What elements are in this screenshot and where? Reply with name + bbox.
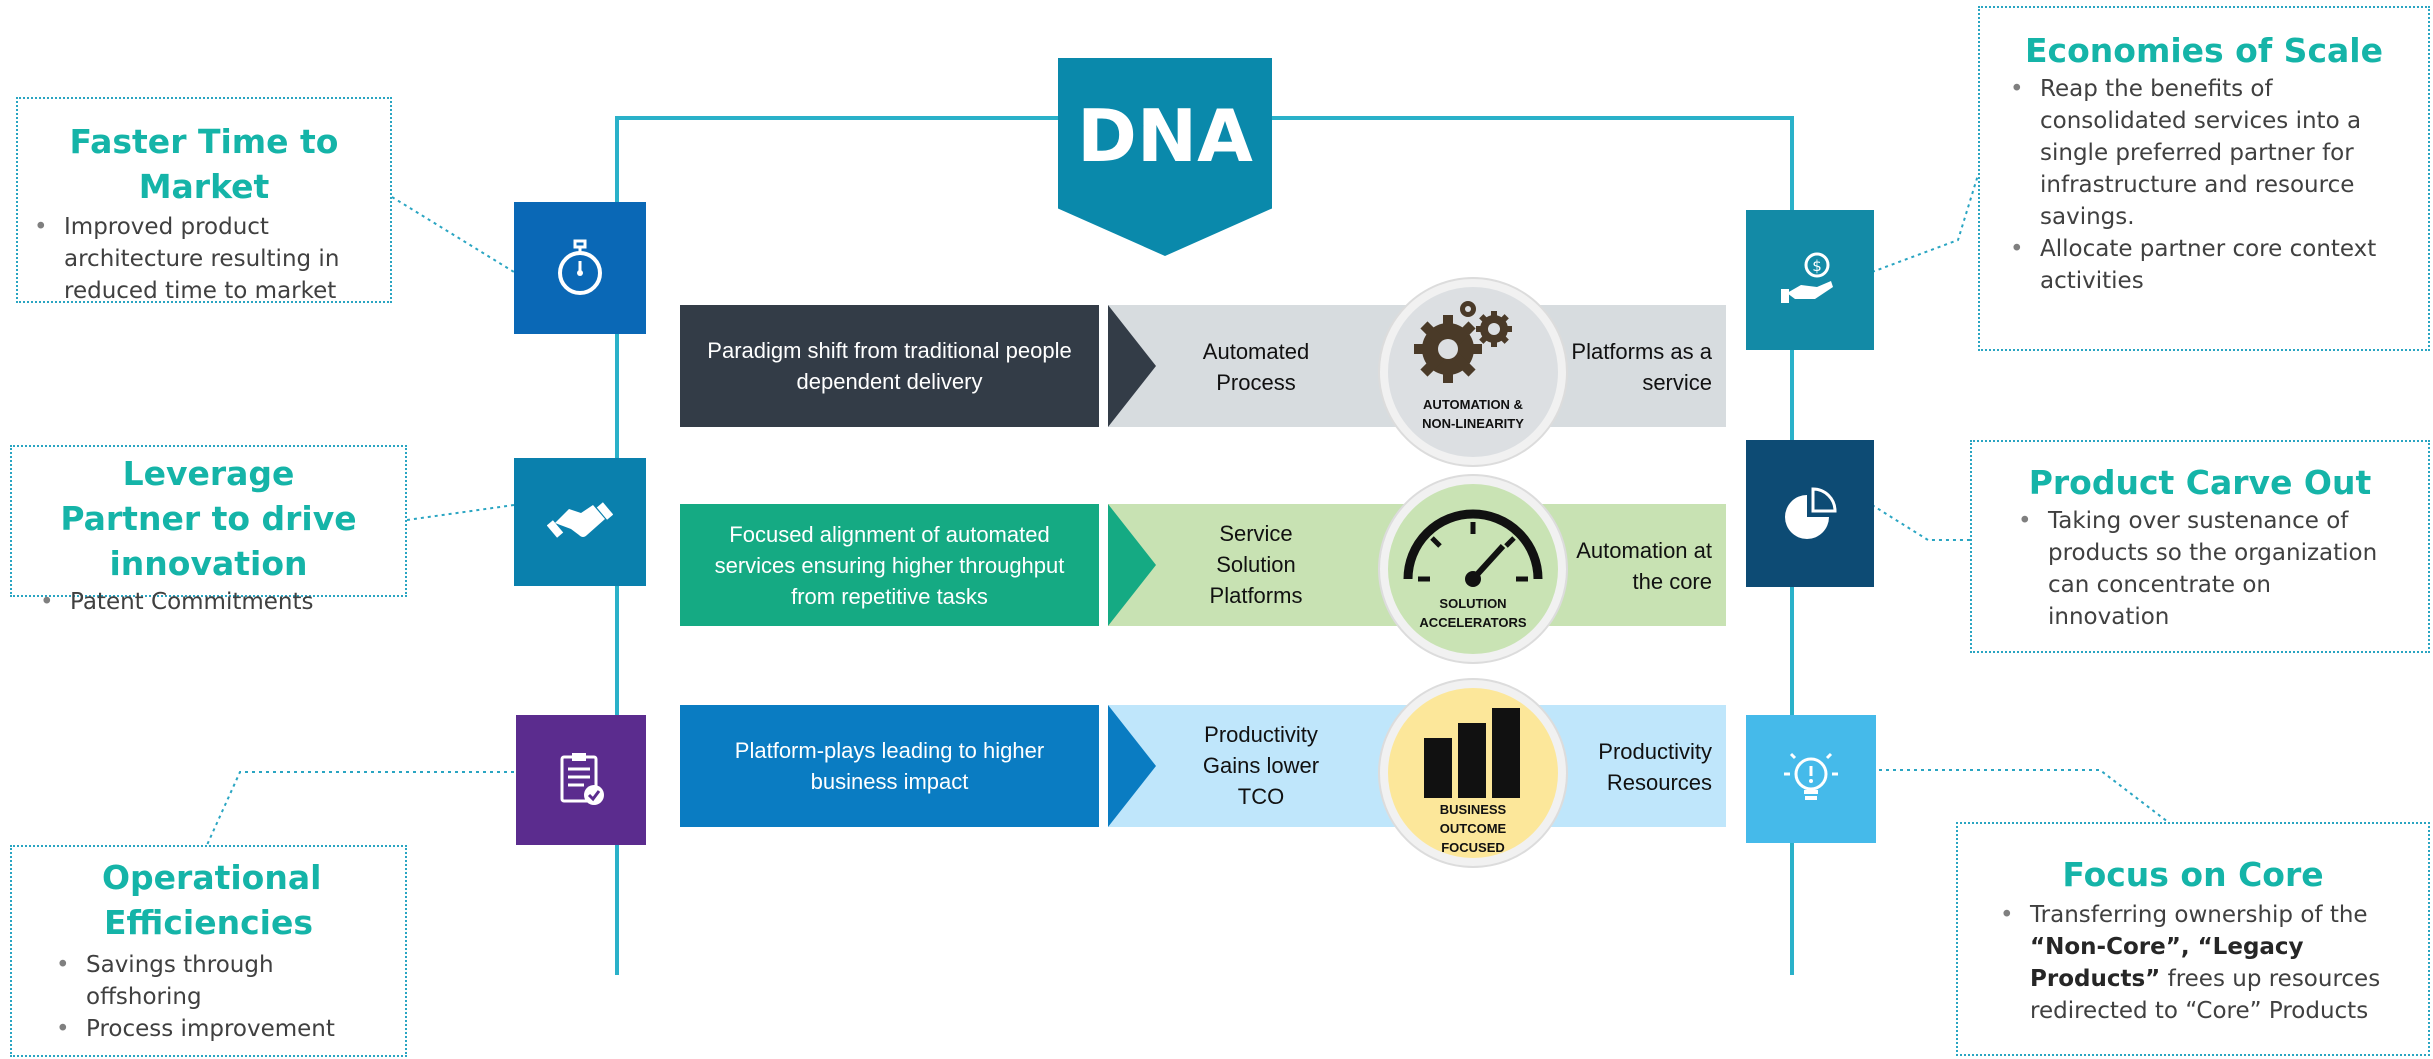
focus-core-bullet: Transferring ownership of the “Non-Core”… bbox=[2000, 899, 2400, 1027]
gears-icon bbox=[1414, 301, 1512, 383]
row1-chevron bbox=[1108, 305, 1156, 427]
row2-circle: SOLUTION ACCELERATORS bbox=[1380, 476, 1566, 662]
row1-mid-text: Automated Process bbox=[1202, 339, 1310, 395]
pie-chart-icon bbox=[1785, 486, 1837, 539]
leverage-partner-bullet: Patent Commitments bbox=[40, 586, 405, 618]
bar-chart-icon bbox=[1424, 708, 1520, 798]
economies-bullets: Reap the benefits of consolidated servic… bbox=[1980, 73, 2428, 297]
operational-bullet-1: Savings through offshoring bbox=[56, 949, 286, 1013]
carve-out-bullets: Taking over sustenance of products so th… bbox=[1972, 505, 2428, 633]
economies-bullet-2: Allocate partner core context activities bbox=[2010, 233, 2400, 297]
dna-title: DNA bbox=[1077, 94, 1253, 178]
carve-out-box: Product Carve Out Taking over sustenance… bbox=[1970, 440, 2430, 653]
gauge-icon bbox=[1403, 509, 1543, 587]
row2-mid-text: Service Solution Platforms bbox=[1209, 521, 1303, 608]
row2-left-text: Focused alignment of automated services … bbox=[714, 521, 1065, 609]
row1-circle-label: AUTOMATION & NON-LINEARITY bbox=[1422, 397, 1524, 431]
faster-time-title: Faster Time to Market bbox=[69, 122, 339, 206]
leverage-partner-box: Leverage Partner to drive innovation Pat… bbox=[10, 445, 407, 618]
carve-out-bullet: Taking over sustenance of products so th… bbox=[2018, 505, 2388, 633]
leverage-partner-bullets: Patent Commitments bbox=[12, 586, 405, 618]
row1-left-text: Paradigm shift from traditional people d… bbox=[707, 338, 1072, 394]
row3-left-text: Platform-plays leading to higher busines… bbox=[734, 738, 1045, 794]
lightbulb-icon bbox=[1784, 752, 1838, 800]
focus-core-title: Focus on Core bbox=[2062, 855, 2324, 894]
money-hand-icon: $ bbox=[1781, 252, 1833, 303]
stopwatch-icon bbox=[558, 239, 602, 295]
operational-title: Operational Efficiencies bbox=[102, 858, 322, 942]
stopwatch-tile bbox=[514, 202, 646, 334]
focus-core-bullet-intro: Transferring ownership of the bbox=[2030, 902, 2368, 928]
row3-circle-label: BUSINESS OUTCOME FOCUSED bbox=[1439, 802, 1507, 855]
economies-box: Economies of Scale Reap the benefits of … bbox=[1978, 6, 2430, 351]
operational-box: Operational Efficiencies Savings through… bbox=[10, 845, 407, 1057]
row3-chevron bbox=[1108, 705, 1156, 827]
focus-core-bullet-outro: frees up resources redirected to “Core” … bbox=[2030, 966, 2381, 1024]
row1-end-text: Platforms as a service bbox=[1571, 339, 1712, 395]
focus-core-bullets: Transferring ownership of the “Non-Core”… bbox=[1958, 899, 2428, 1027]
operational-bullet-2: Process improvement bbox=[56, 1013, 405, 1045]
row3-mid-text: Productivity Gains lower TCO bbox=[1202, 722, 1320, 809]
row2-end-text: Automation at the core bbox=[1576, 538, 1712, 594]
faster-time-bullets: Improved product architecture resulting … bbox=[18, 211, 390, 307]
leverage-partner-title: Leverage Partner to drive innovation bbox=[60, 454, 357, 583]
pie-tile bbox=[1746, 440, 1874, 587]
money-hand-tile: $ bbox=[1746, 210, 1874, 350]
handshake-icon bbox=[547, 502, 613, 538]
row3-end-text: Productivity Resources bbox=[1598, 739, 1712, 795]
row3-circle: BUSINESS OUTCOME FOCUSED bbox=[1380, 680, 1566, 866]
faster-time-box: Faster Time to Market Improved product a… bbox=[16, 97, 392, 304]
economies-title: Economies of Scale bbox=[2025, 31, 2383, 70]
row1-circle: AUTOMATION & NON-LINEARITY bbox=[1380, 279, 1566, 465]
operational-bullets: Savings through offshoring Process impro… bbox=[12, 949, 405, 1045]
svg-text:$: $ bbox=[1812, 257, 1822, 275]
row2-left-band: Focused alignment of automated services … bbox=[680, 504, 1099, 626]
row2-circle-label: SOLUTION ACCELERATORS bbox=[1419, 596, 1527, 630]
faster-time-bullet: Improved product architecture resulting … bbox=[34, 211, 390, 307]
focus-core-bullet-bold: “Non-Core”, “Legacy Products” bbox=[2030, 934, 2304, 992]
economies-bullet-1: Reap the benefits of consolidated servic… bbox=[2010, 73, 2400, 233]
row2-chevron bbox=[1108, 504, 1156, 626]
focus-core-box: Focus on Core Transferring ownership of … bbox=[1956, 822, 2430, 1056]
carve-out-title: Product Carve Out bbox=[2028, 463, 2372, 502]
lightbulb-tile bbox=[1746, 715, 1876, 843]
dna-banner: DNA bbox=[1058, 58, 1272, 256]
clipboard-check-icon bbox=[560, 753, 604, 805]
clipboard-tile bbox=[516, 715, 646, 845]
handshake-tile bbox=[514, 458, 646, 586]
row1-left-band: Paradigm shift from traditional people d… bbox=[680, 305, 1099, 427]
row3-left-band: Platform-plays leading to higher busines… bbox=[680, 705, 1099, 827]
